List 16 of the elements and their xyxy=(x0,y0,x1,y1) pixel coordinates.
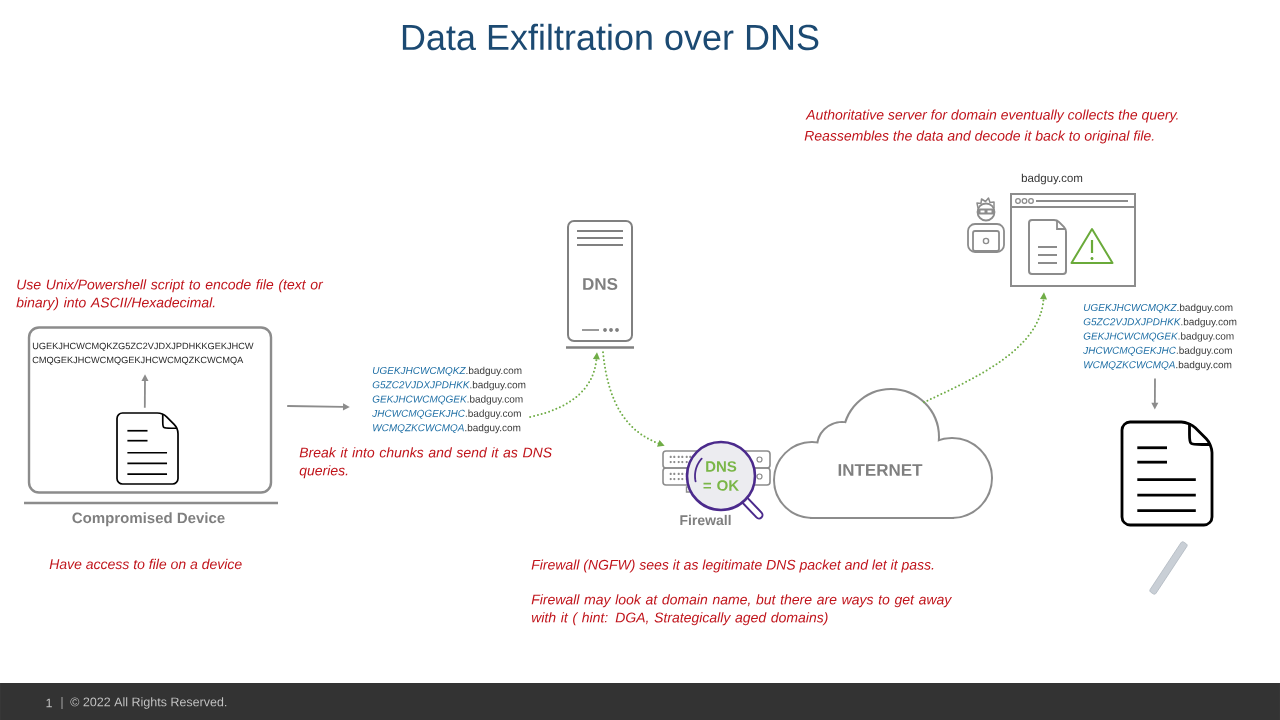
note-text: Use Unix/Powershell script to encode file (text or binary) into ASCII/Hexadecimal. xyxy=(16,279,324,311)
domain-list: UGEKJHCWCMQKZ.badguy.com G5ZC2VJDXJPDHKK.badguy.com GEKJHCWCMQGEK.badguy.com JHCWCMQGEKJHC.badguy.com WCMQZKCWCMQA.badguy.com xyxy=(1083,303,1237,371)
server-box: DNS xyxy=(566,220,634,349)
note-text: Break it into chunks and send it as DNS queries. xyxy=(299,447,552,479)
page-number: 1 xyxy=(46,698,52,708)
note-text: Reassembles the data and decode it back to original file. xyxy=(804,130,1154,144)
device-label: Compromised Device xyxy=(72,512,225,527)
document-icon xyxy=(1120,420,1214,527)
note-text: Have access to file on a device xyxy=(49,558,242,570)
note-text: Authoritative server for domain eventually collects the query. xyxy=(805,109,1178,123)
domain-list: UGEKJHCWCMQKZ.badguy.com G5ZC2VJDXJPDHKK.badguy.com GEKJHCWCMQGEK.badguy.com JHCWCMQGEKJHC.badguy.com WCMQZKCWCMQA.badguy.com xyxy=(372,366,526,434)
copyright-text: © 2022 All Rights Reserved. xyxy=(70,697,227,709)
note-text: Firewall may look at domain name, but there are ways to get away with it ( hint: DGA, Strategically aged domains) xyxy=(531,594,952,626)
domain-label: badguy.com xyxy=(1021,173,1083,185)
title: Data Exfiltration over DNS xyxy=(402,23,819,51)
note-text: Firewall (NGFW) sees it as legitimate DNS packet and let it pass. xyxy=(531,559,934,573)
